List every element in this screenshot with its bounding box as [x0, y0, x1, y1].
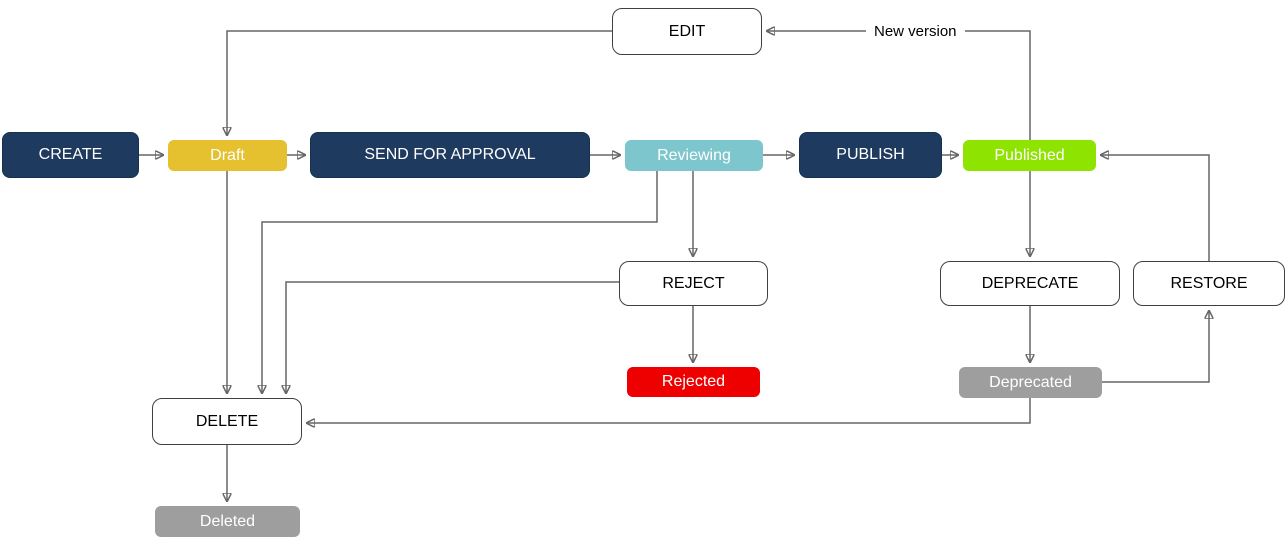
edge-edit-draft	[227, 30, 612, 135]
node-publish: PUBLISH	[799, 132, 942, 178]
node-published: Published	[963, 140, 1096, 171]
node-reviewing: Reviewing	[625, 140, 763, 171]
node-restore: RESTORE	[1133, 261, 1285, 306]
node-send-for-approval: SEND FOR APPROVAL	[310, 132, 590, 178]
node-deleted: Deleted	[155, 506, 300, 537]
edge-reviewing-delete	[262, 171, 658, 393]
node-deprecate: DEPRECATE	[940, 261, 1120, 306]
node-reject: REJECT	[619, 261, 768, 306]
edge-label-new-version: New version	[866, 22, 965, 41]
edge-deprecated-restore	[1102, 311, 1209, 383]
edge-restore-published	[1101, 155, 1210, 261]
node-draft: Draft	[168, 140, 287, 171]
node-rejected: Rejected	[627, 367, 760, 397]
edge-deprecated-delete	[307, 397, 1031, 423]
node-delete: DELETE	[152, 398, 302, 445]
node-deprecated: Deprecated	[959, 367, 1102, 398]
node-create: CREATE	[2, 132, 139, 178]
edge-reject-delete	[286, 281, 619, 393]
edge-published-edit	[767, 31, 1031, 140]
node-edit: EDIT	[612, 8, 762, 55]
